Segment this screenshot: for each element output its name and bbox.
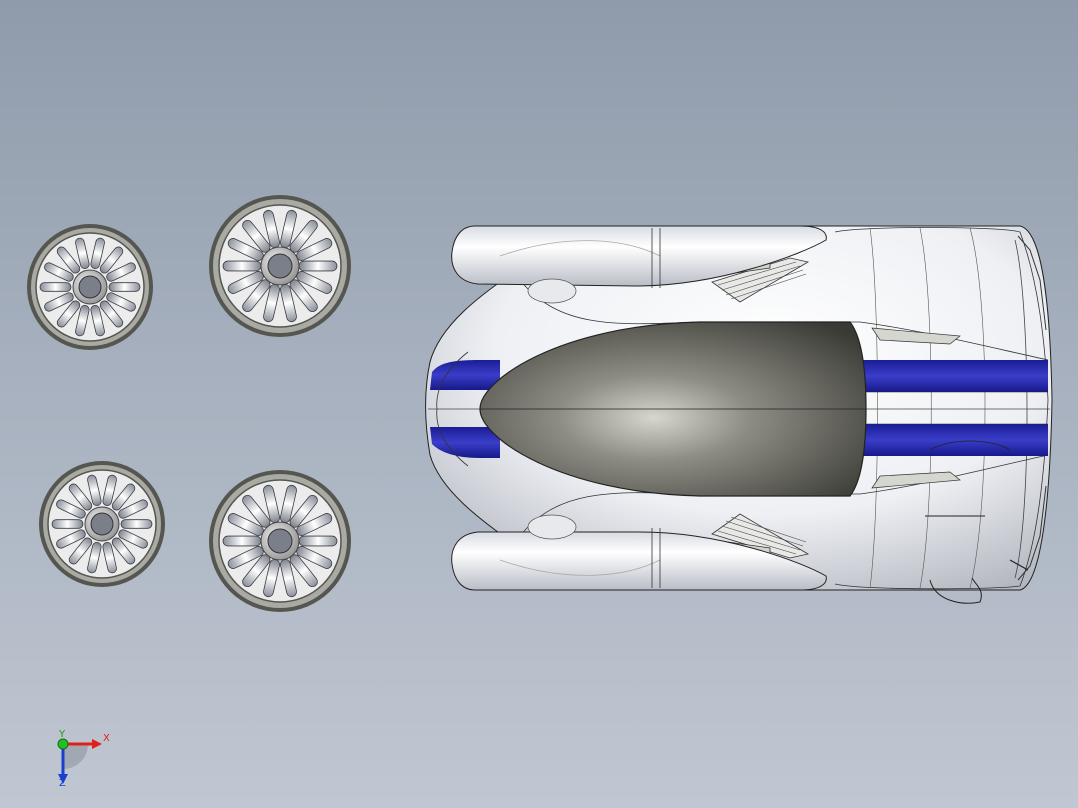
wheel-spoke <box>118 499 148 519</box>
wheel-spoke <box>111 483 136 511</box>
wheel-spoke <box>90 237 105 269</box>
wheel-spoke <box>68 537 93 565</box>
wheel-spoke <box>56 499 86 519</box>
axis-z-label: Z <box>59 778 66 789</box>
wheel-spoke <box>90 305 105 337</box>
wheel-rear-right[interactable] <box>209 470 351 612</box>
wheel-spoke <box>56 529 86 549</box>
wheel-spoke <box>222 535 262 547</box>
wheel-spoke <box>87 542 102 574</box>
fender-pod-bottom[interactable] <box>451 514 827 591</box>
wheel-spoke <box>106 262 136 282</box>
side-vent-top <box>711 257 810 303</box>
axis-x-label: X <box>103 733 110 744</box>
wheel-spoke <box>56 246 81 274</box>
wheel-spoke <box>68 483 93 511</box>
wheel-spoke <box>108 282 141 292</box>
racing-stripes <box>430 360 1048 604</box>
wheel-spoke <box>106 292 136 312</box>
axis-y-label: Y <box>59 729 66 740</box>
wheel-spoke <box>120 519 153 529</box>
wheel-spoke <box>118 529 148 549</box>
wheel-front-right[interactable] <box>209 195 351 337</box>
wheel-spoke <box>298 535 338 547</box>
wheel-spoke <box>87 474 102 506</box>
wheel-spoke <box>102 542 117 574</box>
wheel-spoke <box>51 519 84 529</box>
wheel-front-left[interactable] <box>27 224 153 350</box>
fender-pod-top[interactable] <box>451 225 827 304</box>
coordinate-triad-icon[interactable]: X Y Z <box>48 730 118 792</box>
wheel-spoke <box>75 237 90 269</box>
cockpit-canopy[interactable] <box>479 321 867 497</box>
wheel-spoke <box>75 305 90 337</box>
wheel-spoke <box>111 537 136 565</box>
wheel-spoke <box>56 300 81 328</box>
wheel-spoke <box>222 260 262 272</box>
wheel-spoke <box>99 246 124 274</box>
wheel-spoke <box>44 262 74 282</box>
wheel-spoke <box>99 300 124 328</box>
wheel-rear-left[interactable] <box>39 461 165 587</box>
wheel-spoke <box>102 474 117 506</box>
wheel-spoke <box>39 282 72 292</box>
wheel-spoke <box>298 260 338 272</box>
wheel-spoke <box>44 292 74 312</box>
